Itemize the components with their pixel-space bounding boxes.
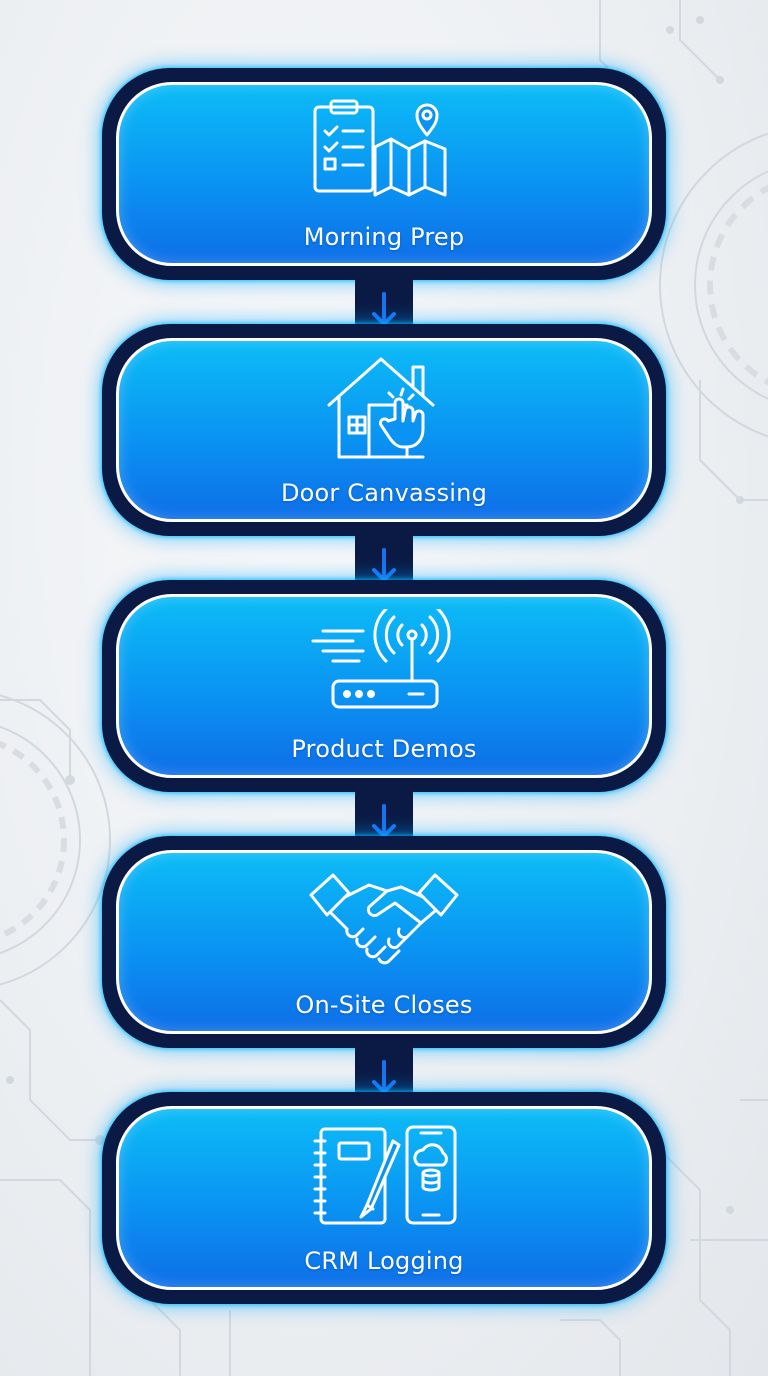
step-card-crm-logging[interactable]: CRM Logging bbox=[102, 1092, 666, 1304]
house-door-knock-icon bbox=[327, 357, 435, 459]
step-card-face: Door Canvassing bbox=[116, 338, 652, 522]
step-label: Door Canvassing bbox=[280, 479, 488, 507]
notebook-phone-cloud-icon bbox=[313, 1125, 457, 1225]
step-label: Morning Prep bbox=[303, 223, 465, 251]
checklist-map-icon bbox=[313, 99, 447, 197]
step-card-product-demos[interactable]: Product Demos bbox=[102, 580, 666, 792]
step-card-door-canvassing[interactable]: Door Canvassing bbox=[102, 324, 666, 536]
step-card-morning-prep[interactable]: Morning Prep bbox=[102, 68, 666, 280]
wifi-router-icon bbox=[311, 609, 451, 709]
step-card-face: Morning Prep bbox=[116, 82, 652, 266]
step-card-face: On-Site Closes bbox=[116, 850, 652, 1034]
step-card-face: Product Demos bbox=[116, 594, 652, 778]
handshake-icon bbox=[309, 873, 459, 965]
step-label: On-Site Closes bbox=[295, 991, 473, 1019]
step-label: Product Demos bbox=[291, 735, 477, 763]
step-card-on-site-closes[interactable]: On-Site Closes bbox=[102, 836, 666, 1048]
step-label: CRM Logging bbox=[304, 1247, 464, 1275]
step-card-face: CRM Logging bbox=[116, 1106, 652, 1290]
